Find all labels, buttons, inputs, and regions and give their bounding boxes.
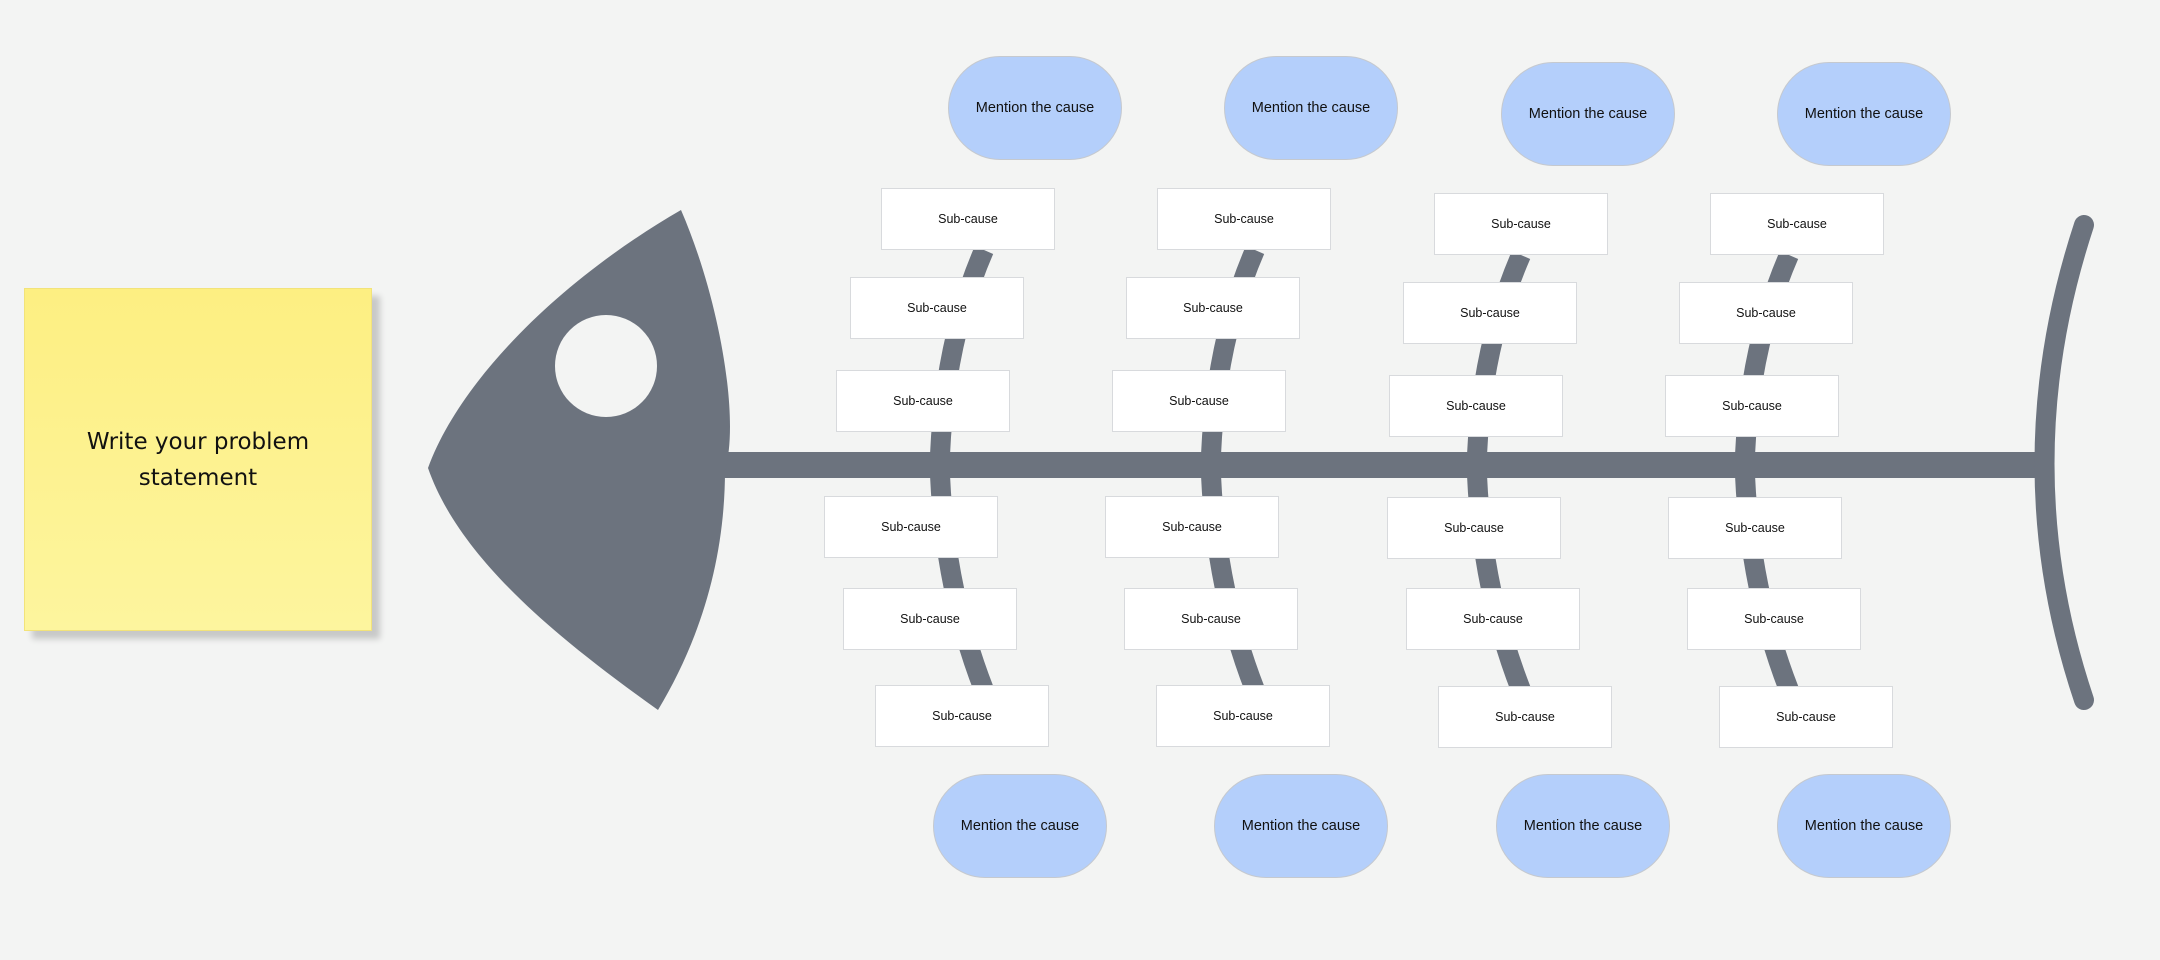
fish-tail <box>2034 215 2094 710</box>
sub-cause-top-2-2[interactable]: Sub-cause <box>1126 277 1300 339</box>
sub-cause-bottom-4-1[interactable]: Sub-cause <box>1668 497 1842 559</box>
problem-statement-note[interactable]: Write your problem statement <box>24 288 372 631</box>
problem-statement-text: Write your problem statement <box>86 428 310 491</box>
sub-cause-top-2-1[interactable]: Sub-cause <box>1157 188 1331 250</box>
sub-cause-top-1-2[interactable]: Sub-cause <box>850 277 1024 339</box>
sub-cause-bottom-3-3[interactable]: Sub-cause <box>1438 686 1612 748</box>
sub-cause-top-2-3[interactable]: Sub-cause <box>1112 370 1286 432</box>
cause-bottom-3[interactable]: Mention the cause <box>1496 774 1670 878</box>
sub-cause-bottom-1-2[interactable]: Sub-cause <box>843 588 1017 650</box>
sub-cause-top-3-3[interactable]: Sub-cause <box>1389 375 1563 437</box>
cause-top-4[interactable]: Mention the cause <box>1777 62 1951 166</box>
sub-cause-bottom-4-3[interactable]: Sub-cause <box>1719 686 1893 748</box>
cause-bottom-2[interactable]: Mention the cause <box>1214 774 1388 878</box>
fish-eye <box>555 315 657 417</box>
sub-cause-top-4-3[interactable]: Sub-cause <box>1665 375 1839 437</box>
sub-cause-top-4-1[interactable]: Sub-cause <box>1710 193 1884 255</box>
sub-cause-bottom-4-2[interactable]: Sub-cause <box>1687 588 1861 650</box>
sub-cause-bottom-2-1[interactable]: Sub-cause <box>1105 496 1279 558</box>
sub-cause-bottom-2-3[interactable]: Sub-cause <box>1156 685 1330 747</box>
sub-cause-top-1-3[interactable]: Sub-cause <box>836 370 1010 432</box>
sub-cause-bottom-2-2[interactable]: Sub-cause <box>1124 588 1298 650</box>
sub-cause-bottom-1-3[interactable]: Sub-cause <box>875 685 1049 747</box>
sub-cause-bottom-3-2[interactable]: Sub-cause <box>1406 588 1580 650</box>
sub-cause-top-4-2[interactable]: Sub-cause <box>1679 282 1853 344</box>
fish-head <box>428 210 730 710</box>
cause-bottom-4[interactable]: Mention the cause <box>1777 774 1951 878</box>
sub-cause-bottom-3-1[interactable]: Sub-cause <box>1387 497 1561 559</box>
cause-bottom-1[interactable]: Mention the cause <box>933 774 1107 878</box>
sub-cause-top-1-1[interactable]: Sub-cause <box>881 188 1055 250</box>
sub-cause-bottom-1-1[interactable]: Sub-cause <box>824 496 998 558</box>
cause-top-3[interactable]: Mention the cause <box>1501 62 1675 166</box>
cause-top-1[interactable]: Mention the cause <box>948 56 1122 160</box>
fish-spine <box>715 452 2035 478</box>
sub-cause-top-3-1[interactable]: Sub-cause <box>1434 193 1608 255</box>
sub-cause-top-3-2[interactable]: Sub-cause <box>1403 282 1577 344</box>
cause-top-2[interactable]: Mention the cause <box>1224 56 1398 160</box>
